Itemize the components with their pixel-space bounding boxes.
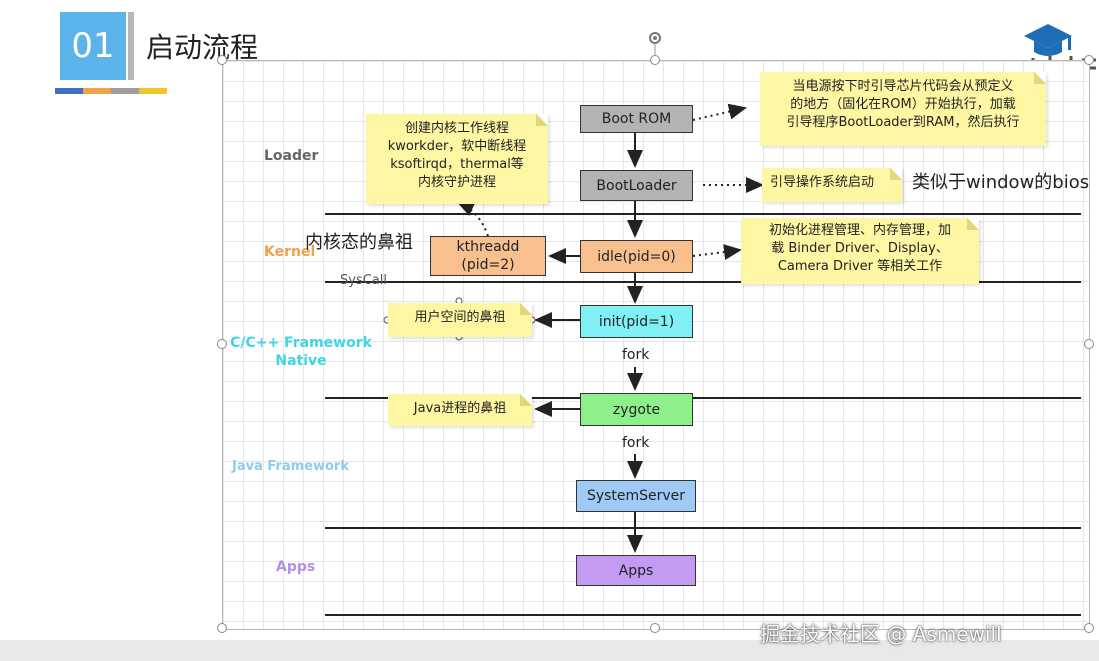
layer-label-native: C/C++ Framework Native — [230, 334, 372, 370]
layer-label-kernel: Kernel — [264, 244, 316, 260]
note-line: 当电源按下时引导芯片代码会从预定义 — [792, 79, 1014, 94]
note-bootloader[interactable]: 引导操作系统启动 — [762, 168, 902, 202]
node-idle[interactable]: idle(pid=0) — [580, 240, 693, 273]
node-init[interactable]: init(pid=1) — [580, 305, 693, 338]
node-system-server[interactable]: SystemServer — [576, 480, 696, 512]
note-line: 的地方（固化在ROM）开始执行，加载 — [790, 97, 1016, 112]
node-zygote[interactable]: zygote — [580, 393, 693, 426]
title-underline-segment — [83, 88, 111, 94]
annotation-kernel-ancestor: 内核态的鼻祖 — [305, 232, 413, 253]
resize-handle[interactable] — [650, 55, 660, 65]
slide-number-badge: 01 — [60, 12, 126, 80]
note-line: ksoftirqd，thermal等 — [390, 157, 524, 172]
bottom-strip — [0, 640, 1099, 661]
layer-label-native-line1: C/C++ Framework — [230, 335, 372, 351]
note-line: 创建内核工作线程 — [404, 121, 509, 136]
layer-separator — [325, 527, 1081, 529]
note-boot-rom[interactable]: 当电源按下时引导芯片代码会从预定义 的地方（固化在ROM）开始执行，加载 引导程… — [760, 72, 1046, 146]
note-line: 内核守护进程 — [417, 175, 496, 190]
note-zygote[interactable]: Java进程的鼻祖 — [388, 394, 532, 426]
layer-label-syscall: SysCall — [340, 273, 387, 288]
resize-handle[interactable] — [1084, 55, 1094, 65]
note-line: 载 Binder Driver、Display、 — [771, 241, 949, 256]
layer-separator — [325, 281, 1081, 283]
resize-handle[interactable] — [1084, 623, 1094, 633]
resize-handle[interactable] — [217, 623, 227, 633]
layer-label-native-line2: Native — [275, 353, 327, 369]
note-line: 初始化进程管理、内存管理，加 — [768, 223, 951, 238]
annotation-bios: 类似于window的bios — [912, 172, 1090, 193]
note-init[interactable]: 用户空间的鼻祖 — [388, 303, 532, 337]
node-boot-rom[interactable]: Boot ROM — [580, 105, 693, 133]
note-line: 引导程序BootLoader到RAM，然后执行 — [786, 115, 1020, 130]
note-kernel-threads[interactable]: 创建内核工作线程 kworkder，软中断线程 ksoftirqd，therma… — [366, 114, 548, 204]
node-kthreadd-name: kthreadd — [456, 239, 520, 255]
node-apps[interactable]: Apps — [576, 555, 696, 586]
title-underline-segment — [139, 88, 167, 94]
slide-title: 启动流程 — [146, 31, 259, 64]
node-kthreadd[interactable]: kthreadd (pid=2) — [430, 236, 546, 276]
layer-separator — [325, 213, 1081, 215]
edge-label-fork: fork — [622, 435, 650, 451]
resize-handle[interactable] — [217, 55, 227, 65]
edge-label-fork: fork — [622, 347, 650, 363]
note-line: Camera Driver 等相关工作 — [777, 259, 943, 274]
layer-label-java-framework: Java Framework — [232, 459, 349, 474]
node-bootloader[interactable]: BootLoader — [580, 170, 693, 201]
resize-handle[interactable] — [217, 339, 227, 349]
layer-label-loader: Loader — [264, 148, 319, 164]
title-underline-segment — [111, 88, 139, 94]
layer-separator — [325, 614, 1081, 616]
resize-handle[interactable] — [650, 623, 660, 633]
node-kthreadd-pid: (pid=2) — [461, 257, 515, 273]
layer-label-apps: Apps — [276, 559, 316, 575]
note-idle[interactable]: 初始化进程管理、内存管理，加 载 Binder Driver、Display、 … — [741, 218, 979, 284]
diagram-canvas[interactable] — [222, 60, 1090, 630]
resize-handle[interactable] — [1084, 339, 1094, 349]
slide-number-shadow — [128, 12, 134, 80]
note-line: kworkder，软中断线程 — [387, 139, 527, 154]
watermark: 掘金技术社区 @ Asmewill — [760, 622, 1002, 646]
title-underline-segment — [55, 88, 83, 94]
layer-separator — [325, 397, 1081, 399]
